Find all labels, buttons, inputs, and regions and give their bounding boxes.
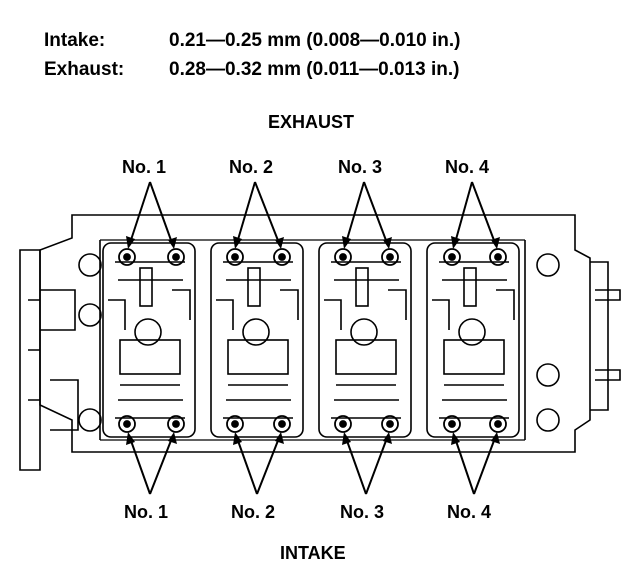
intake-screw-4a xyxy=(443,415,461,433)
exhaust-cylinder-1-label: No. 1 xyxy=(122,157,167,177)
exhaust-cylinder-4-label: No. 4 xyxy=(445,157,490,177)
exhaust-arrow-heads xyxy=(126,236,500,249)
intake-screw-1a xyxy=(118,415,136,433)
cylinder-head-right-end xyxy=(590,261,609,411)
exhaust-spec-value: 0.28—0.32 mm (0.011—0.013 in.) xyxy=(169,59,460,80)
exhaust-spec-label: Exhaust: xyxy=(44,59,125,80)
intake-cylinder-3-label: No. 3 xyxy=(340,502,385,522)
intake-spec-label: Intake: xyxy=(44,30,106,51)
exhaust-screw-3a xyxy=(334,248,352,266)
exhaust-screw-2b xyxy=(273,248,291,266)
exhaust-adjusting-screws xyxy=(118,248,507,266)
exhaust-side-title: EXHAUST xyxy=(268,112,355,132)
exhaust-screw-4b xyxy=(489,248,507,266)
exhaust-screw-3b xyxy=(381,248,399,266)
intake-screw-3b xyxy=(381,415,399,433)
cylinder-bay-4 xyxy=(426,242,520,438)
intake-cylinder-1-label: No. 1 xyxy=(124,502,169,522)
intake-clearance-spec: Intake: 0.21—0.25 mm (0.008—0.010 in.) xyxy=(44,30,461,52)
exhaust-screw-1a xyxy=(118,248,136,266)
cylinder-bay-1 xyxy=(102,242,196,438)
intake-spec-value: 0.21—0.25 mm (0.008—0.010 in.) xyxy=(169,30,461,51)
intake-leader-arrows xyxy=(129,437,496,495)
intake-arrow-heads xyxy=(126,432,500,445)
intake-cylinder-2-label: No. 2 xyxy=(231,502,276,522)
cylinder-bay-2 xyxy=(210,242,304,438)
exhaust-cylinder-2-label: No. 2 xyxy=(229,157,274,177)
intake-side-title: INTAKE xyxy=(280,543,346,563)
exhaust-screw-4a xyxy=(443,248,461,266)
intake-cylinder-4-label: No. 4 xyxy=(447,502,492,522)
intake-screw-1b xyxy=(167,415,185,433)
exhaust-leader-arrows xyxy=(129,181,496,244)
intake-screw-2b xyxy=(273,415,291,433)
exhaust-clearance-spec: Exhaust: 0.28—0.32 mm (0.011—0.013 in.) xyxy=(44,59,459,81)
intake-adjusting-screws xyxy=(118,415,507,433)
intake-screw-3a xyxy=(334,415,352,433)
cylinder-head-left-end xyxy=(19,249,41,471)
intake-screw-4b xyxy=(489,415,507,433)
cylinder-bay-3 xyxy=(318,242,412,438)
exhaust-screw-1b xyxy=(167,248,185,266)
exhaust-cylinder-3-label: No. 3 xyxy=(338,157,383,177)
